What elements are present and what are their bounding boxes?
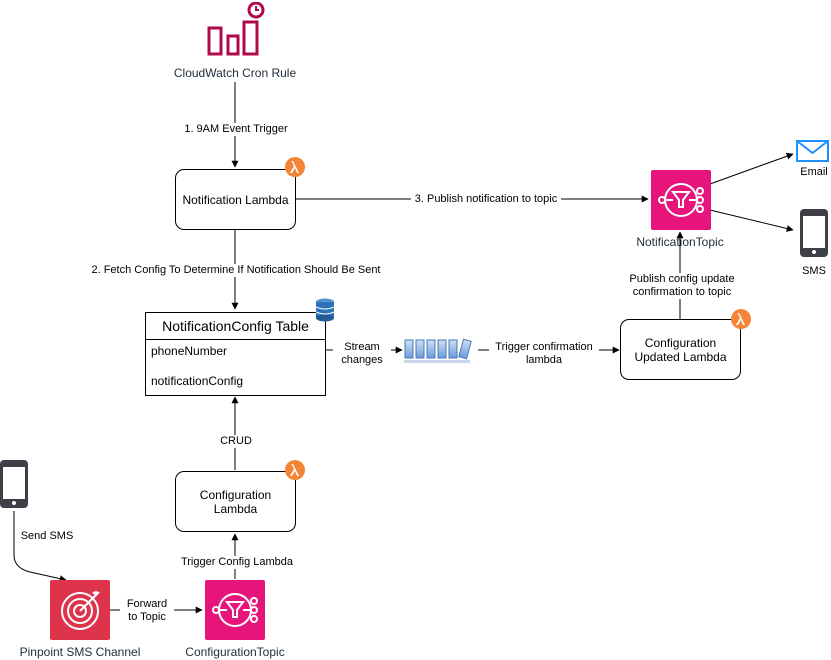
edge-label-fetch-config: 2. Fetch Config To Determine If Notifica… bbox=[84, 264, 388, 277]
edge-label-publish-confirmation: Publish config update confirmation to to… bbox=[620, 273, 744, 299]
configuration-lambda-label: Configuration Lambda bbox=[199, 487, 272, 516]
lambda-icon bbox=[285, 157, 305, 177]
edge-topic-to-sms bbox=[709, 209, 794, 232]
edge-label-forward: Forward to Topic bbox=[120, 598, 174, 624]
email-icon bbox=[796, 140, 829, 162]
edge-topic-to-email bbox=[709, 152, 794, 185]
edge-label-publish: 3. Publish notification to topic bbox=[411, 193, 561, 206]
lambda-icon bbox=[285, 460, 305, 480]
table-field-phone-number: phoneNumber bbox=[151, 344, 228, 358]
notification-topic-label: NotificationTopic bbox=[636, 235, 724, 249]
edge-label-crud: CRUD bbox=[214, 435, 258, 448]
mobile-phone-icon bbox=[800, 209, 828, 257]
configuration-lambda-box[interactable]: Configuration Lambda bbox=[175, 471, 296, 532]
sms-label: SMS bbox=[802, 265, 826, 277]
sns-icon bbox=[205, 580, 265, 640]
edge-phone-to-pinpoint bbox=[13, 511, 67, 583]
edge-label-trigger-config: Trigger Config Lambda bbox=[175, 556, 299, 569]
edge-label-send-sms: Send SMS bbox=[16, 530, 78, 543]
cron-rule-label: CloudWatch Cron Rule bbox=[173, 66, 297, 80]
pinpoint-icon bbox=[50, 580, 110, 640]
edge-label-stream-changes: Stream changes bbox=[333, 341, 391, 367]
config-updated-lambda-box[interactable]: Configuration Updated Lambda bbox=[620, 319, 741, 380]
notification-lambda-box[interactable]: Notification Lambda bbox=[175, 169, 296, 230]
sns-icon bbox=[651, 170, 711, 230]
email-label: Email bbox=[800, 166, 828, 178]
notification-lambda-label: Notification Lambda bbox=[182, 192, 289, 207]
edge-label-event-trigger: 1. 9AM Event Trigger bbox=[180, 123, 292, 136]
cloudwatch-icon bbox=[207, 2, 265, 56]
config-updated-lambda-label: Configuration Updated Lambda bbox=[634, 335, 727, 364]
notification-config-table[interactable]: NotificationConfig Table phoneNumber not… bbox=[145, 312, 326, 396]
mobile-phone-icon bbox=[0, 460, 28, 508]
table-title: NotificationConfig Table bbox=[146, 313, 325, 340]
dynamodb-icon bbox=[315, 298, 335, 322]
kinesis-stream-icon bbox=[404, 338, 472, 363]
edge-label-trigger-confirmation: Trigger confirmation lambda bbox=[489, 341, 599, 367]
configuration-topic-label: ConfigurationTopic bbox=[185, 645, 285, 659]
pinpoint-label: Pinpoint SMS Channel bbox=[19, 645, 141, 659]
lambda-icon bbox=[731, 309, 751, 329]
table-field-notification-config: notificationConfig bbox=[151, 374, 244, 388]
